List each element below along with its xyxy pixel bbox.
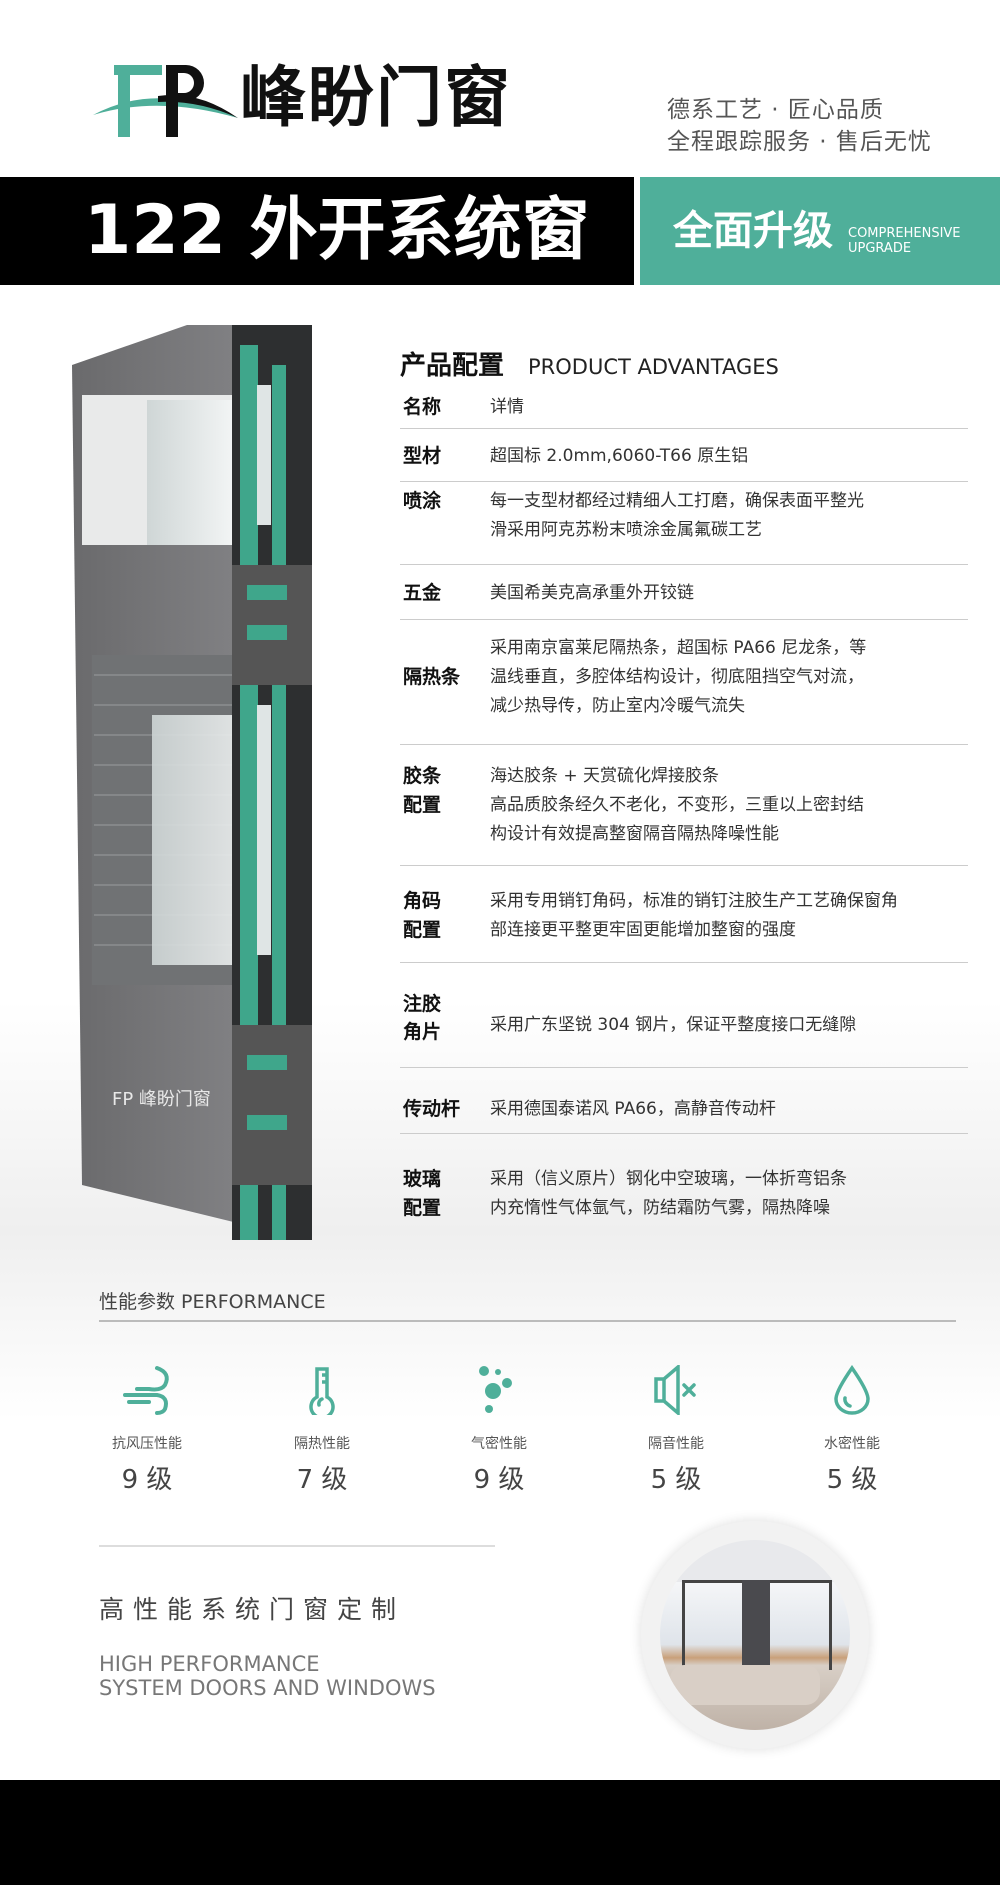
row-divider — [400, 481, 968, 482]
performance-value: 9 级 — [473, 1465, 525, 1495]
performance-value: 5 级 — [826, 1465, 878, 1495]
row-label: 角码 — [403, 890, 442, 912]
performance-item: 气密性能 9 级 — [429, 1365, 569, 1496]
performance-item: 抗风压性能 9 级 — [77, 1365, 217, 1496]
row-value: 温线垂直，多腔体结构设计，彻底阻挡空气对流， — [490, 667, 864, 687]
row-value: 减少热导传，防止室内冷暖气流失 — [490, 696, 745, 716]
performance-item: 隔热性能 7 级 — [252, 1365, 392, 1496]
row-value: 采用（信义原片）钢化中空玻璃，一体折弯铝条 — [490, 1169, 847, 1189]
row-value: 采用南京富莱尼隔热条，超国标 PA66 尼龙条，等 — [490, 638, 867, 658]
title-banner — [0, 177, 634, 285]
thermometer-icon — [309, 1367, 335, 1415]
row-value: 采用广东坚锐 304 钢片，保证平整度接口无缝隙 — [490, 1015, 857, 1035]
row-label: 喷涂 — [403, 490, 442, 512]
row-label: 配置 — [403, 919, 442, 941]
row-value: 内充惰性气体氩气，防结霜防气雾，隔热降噪 — [490, 1198, 830, 1218]
performance-label: 水密性能 — [824, 1436, 880, 1452]
watermark-logo: FP 峰盼门窗 — [112, 1089, 211, 1110]
divider — [99, 1320, 956, 1322]
row-label: 配置 — [403, 794, 442, 816]
performance-label: 隔音性能 — [648, 1436, 704, 1452]
row-value: 详情 — [490, 397, 524, 417]
row-label: 玻璃 — [403, 1168, 442, 1190]
row-value: 部连接更平整更牢固更能增加整窗的强度 — [490, 920, 796, 940]
upgrade-en-2: UPGRADE — [848, 241, 912, 256]
performance-value: 5 级 — [650, 1465, 702, 1495]
divider — [99, 1545, 495, 1547]
bottom-subtitle-2: SYSTEM DOORS AND WINDOWS — [99, 1676, 436, 1700]
row-value: 海达胶条 + 天赏硫化焊接胶条 — [490, 766, 720, 786]
mute-speaker-icon — [654, 1365, 696, 1415]
row-divider — [400, 865, 968, 866]
window-profile-illustration: FP 峰盼门窗 — [72, 325, 312, 1240]
row-divider — [400, 619, 968, 620]
upgrade-banner — [640, 177, 1000, 285]
living-room-photo — [660, 1540, 850, 1730]
row-label: 胶条 — [403, 765, 442, 787]
product-title: 122 外开系统窗 — [84, 191, 590, 270]
brand-logo-icon — [93, 65, 238, 137]
slogan-1: 德系工艺 · 匠心品质 — [667, 97, 884, 123]
row-label: 隔热条 — [403, 666, 461, 688]
row-value: 超国标 2.0mm,6060-T66 原生铝 — [490, 446, 749, 466]
row-divider — [400, 1067, 968, 1068]
row-divider — [400, 962, 968, 963]
row-divider — [400, 564, 968, 565]
upgrade-en-1: COMPREHENSIVE — [848, 226, 961, 241]
row-divider — [400, 428, 968, 429]
row-label: 名称 — [403, 396, 442, 418]
performance-value: 7 级 — [296, 1465, 348, 1495]
row-value: 每一支型材都经过精细人工打磨，确保表面平整光 — [490, 491, 864, 511]
performance-item: 隔音性能 5 级 — [606, 1365, 746, 1496]
row-label: 配置 — [403, 1197, 442, 1219]
performance-item: 水密性能 5 级 — [782, 1365, 922, 1496]
performance-value: 9 级 — [121, 1465, 173, 1495]
performance-title: 性能参数 PERFORMANCE — [99, 1291, 326, 1313]
bottom-title: 高性能系统门窗定制 — [99, 1595, 406, 1624]
row-divider — [400, 744, 968, 745]
water-drop-icon — [834, 1365, 870, 1415]
row-label: 五金 — [403, 582, 442, 604]
advantages-title-en: PRODUCT ADVANTAGES — [528, 355, 779, 379]
row-value: 高品质胶条经久不老化，不变形，三重以上密封结 — [490, 795, 864, 815]
slogan-2: 全程跟踪服务 · 售后无忧 — [667, 129, 932, 155]
wind-icon — [123, 1366, 169, 1415]
upgrade-label: 全面升级 — [673, 208, 833, 254]
bottom-subtitle-1: HIGH PERFORMANCE — [99, 1652, 320, 1676]
row-label: 角片 — [403, 1021, 442, 1043]
bubbles-icon — [479, 1366, 512, 1413]
row-label: 传动杆 — [403, 1098, 461, 1120]
row-divider — [400, 1133, 968, 1134]
performance-label: 隔热性能 — [294, 1436, 350, 1452]
row-value: 滑采用阿克苏粉末喷涂金属氟碳工艺 — [490, 520, 762, 540]
row-value: 美国希美克高承重外开铰链 — [490, 583, 694, 603]
row-value: 构设计有效提高整窗隔音隔热降噪性能 — [490, 824, 779, 844]
row-label: 注胶 — [403, 993, 442, 1015]
brand-name: 峰盼门窗 — [240, 59, 512, 136]
performance-label: 抗风压性能 — [112, 1436, 182, 1452]
row-value: 采用德国泰诺风 PA66，高静音传动杆 — [490, 1099, 776, 1119]
performance-label: 气密性能 — [471, 1436, 527, 1452]
row-label: 型材 — [403, 445, 442, 467]
row-value: 采用专用销钉角码，标准的销钉注胶生产工艺确保窗角 — [490, 891, 898, 911]
footer-bar — [0, 1780, 1000, 1885]
